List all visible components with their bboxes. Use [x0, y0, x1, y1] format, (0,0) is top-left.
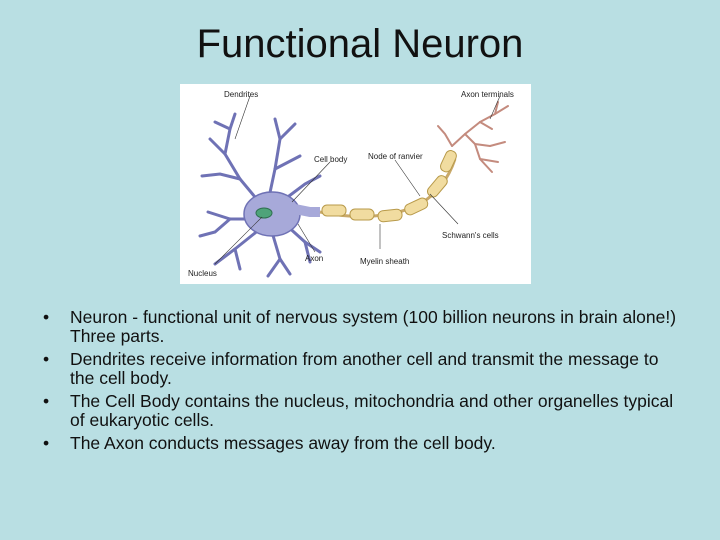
neuron-diagram: Dendrites Axon terminals Cell body Node … [180, 84, 531, 284]
label-myelin-sheath: Myelin sheath [360, 257, 410, 266]
neuron-illustration [198, 95, 509, 278]
bullet-text: The Cell Body contains the nucleus, mito… [70, 391, 674, 430]
bullet-item: • The Cell Body contains the nucleus, mi… [43, 392, 683, 430]
label-axon-terminals: Axon terminals [461, 90, 514, 99]
bullet-marker: • [43, 349, 50, 369]
label-schwanns-cells: Schwann's cells [442, 231, 499, 240]
bullet-item: • Dendrites receive information from ano… [43, 350, 683, 388]
label-node-of-ranvier: Node of ranvier [368, 152, 423, 161]
bullet-marker: • [43, 391, 50, 411]
bullet-text: Dendrites receive information from anoth… [70, 349, 659, 388]
slide-title: Functional Neuron [196, 22, 524, 66]
dendrites-drawing [198, 112, 322, 278]
bullet-list: • Neuron - functional unit of nervous sy… [43, 308, 683, 457]
bullet-marker: • [43, 307, 50, 327]
axon-terminals-drawing [437, 101, 509, 173]
label-dendrites: Dendrites [224, 90, 259, 99]
label-nucleus: Nucleus [188, 269, 217, 278]
label-cell-body: Cell body [314, 155, 348, 164]
bullet-text: The Axon conducts messages away from the… [70, 433, 496, 453]
bullet-text: Neuron - functional unit of nervous syst… [70, 307, 677, 346]
label-axon: Axon [305, 254, 324, 263]
myelin-sheath-segments [321, 150, 457, 223]
bullet-item: • The Axon conducts messages away from t… [43, 434, 683, 453]
nucleus-shape [255, 207, 273, 219]
bullet-marker: • [43, 433, 50, 453]
bullet-item: • Neuron - functional unit of nervous sy… [43, 308, 683, 346]
